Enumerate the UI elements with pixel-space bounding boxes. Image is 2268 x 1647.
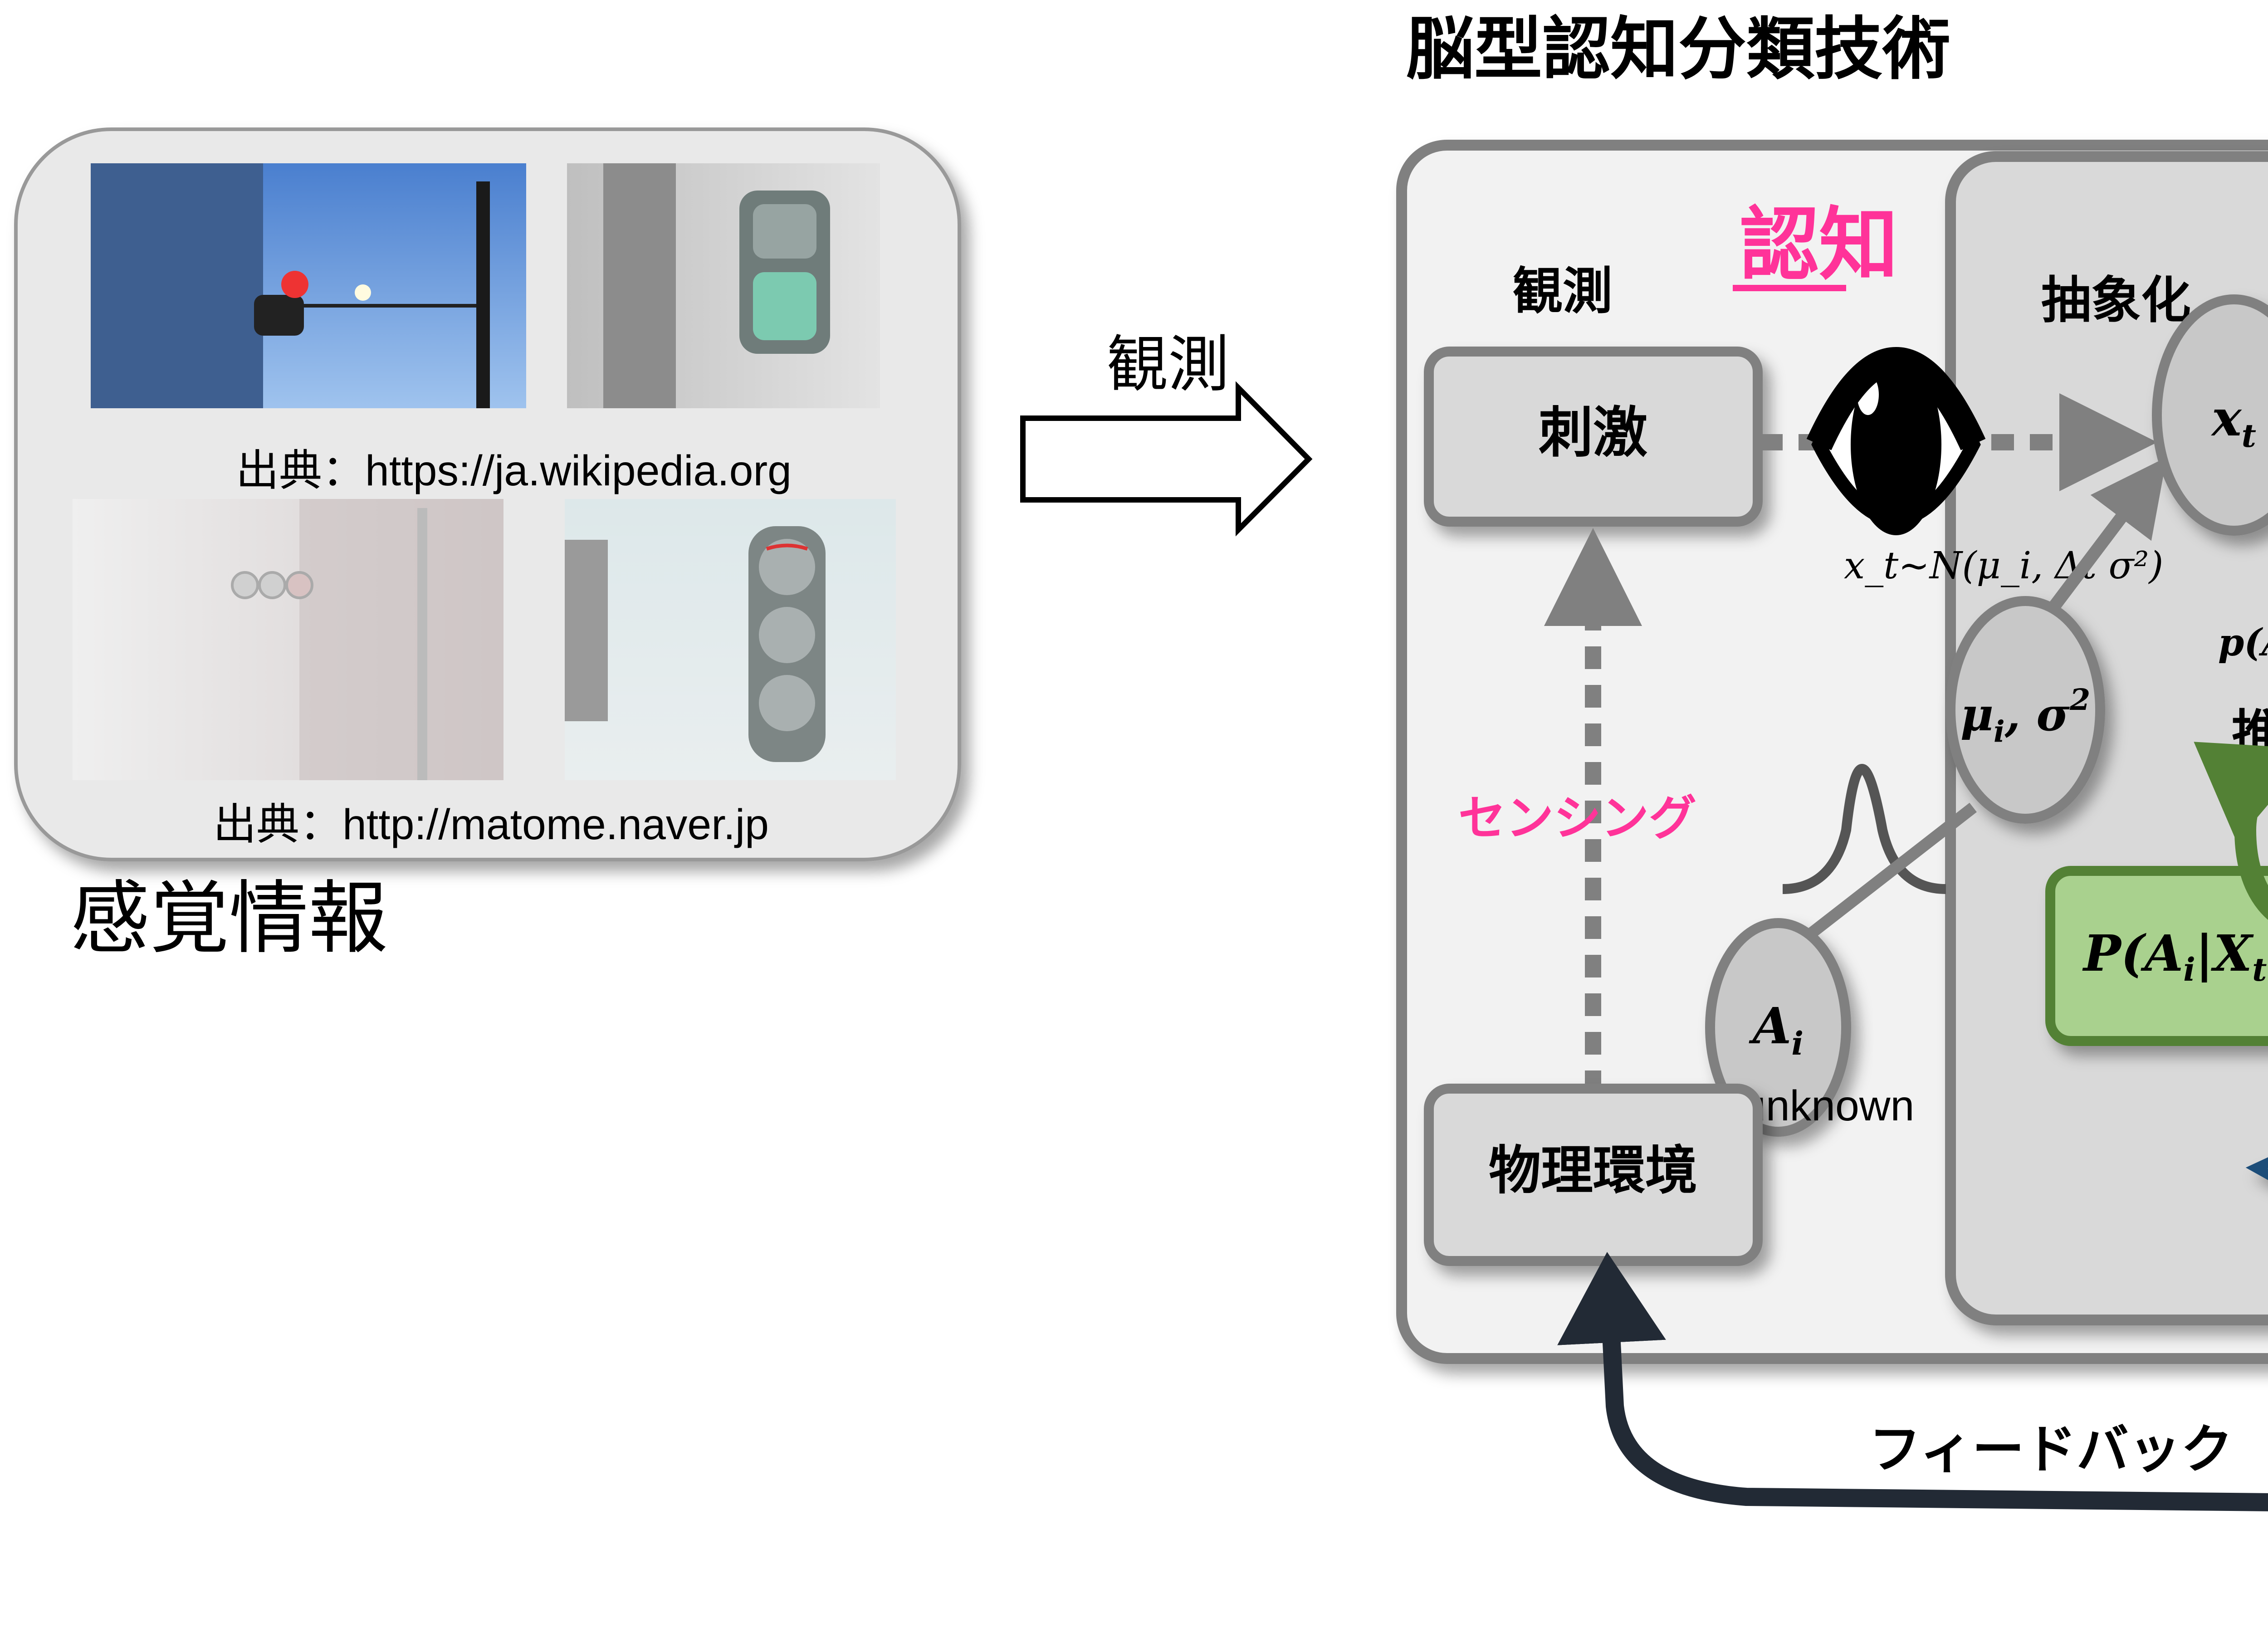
mu-sigma-node: μi, σ2 <box>1945 596 2105 824</box>
svg-text:p(A_i|X_1:t) =: p(A_i|X_1:t) = <box>2218 621 2268 665</box>
abstraction-label: 抽象化 <box>2041 271 2191 329</box>
eye-icon <box>1806 347 1986 535</box>
sensory-info-caption: 感覚情報 <box>70 873 388 965</box>
photo-pedestrian-signal <box>567 163 880 408</box>
feedback-arrow <box>1557 1252 2268 1511</box>
svg-text:μi, σ2: μi, σ2 <box>1960 683 2091 749</box>
photo-unlit-traffic-light <box>565 499 896 780</box>
observe-label: 観測 <box>1513 262 1613 320</box>
mu-sigma-to-xt-arrow <box>2049 457 2167 610</box>
image-source-wikipedia: 出典：https://ja.wikipedia.org <box>236 447 792 495</box>
obs-distribution-formula: x_t~N(μ_i, Δt σ²) <box>1844 544 2163 587</box>
xt-node: xt <box>2152 294 2268 536</box>
svg-text:刺激: 刺激 <box>1539 401 1647 464</box>
photo-foggy-traffic-light <box>73 499 503 780</box>
svg-text:物理環境: 物理環境 <box>1489 1140 1697 1201</box>
sensory-info-panel: 出典：https://ja.wikipedia.org 出典：http://ma… <box>14 127 961 861</box>
page-title: 脳型認知分類技術 <box>1406 10 1950 89</box>
feedback-label: フィードバック <box>1869 1419 2233 1480</box>
stimulus-box: 刺激 <box>1424 347 1763 527</box>
decision-diamond: P(Ai|X1,t) > λ? <box>2245 1157 2268 1180</box>
update-loop-arrow <box>2194 742 2268 919</box>
sensing-label: センシング <box>1458 791 1696 846</box>
ai-to-mu-link <box>1806 802 1977 939</box>
cognition-underline <box>1733 285 1846 291</box>
bayes-formula: p(A_i|X_1:t) = p(x_1|A_i)p(A_i|X_1:t−1) … <box>2218 621 2268 665</box>
svg-text:P(Ai|Xt+1): P(Ai|Xt+1) <box>2082 924 2268 988</box>
gaussian-curve-icon <box>1782 764 1946 894</box>
estimate-label: 推定 <box>2232 704 2268 762</box>
physical-environment-box: 物理環境 <box>1424 1084 1763 1266</box>
next-step-box: P(Ai|Xt+1) <box>2045 866 2268 1046</box>
ai-node: Ai <box>1705 918 1851 1137</box>
photo-red-traffic-light <box>91 163 526 408</box>
cognition-label: 認知 <box>1740 199 1898 291</box>
unknown-label: unknown <box>1742 1082 1914 1130</box>
image-source-naver: 出典：http://matome.naver.jp <box>213 801 769 849</box>
observe-arrow-icon <box>1020 381 1313 537</box>
observe-arrow-label: 観測 <box>1107 329 1229 400</box>
